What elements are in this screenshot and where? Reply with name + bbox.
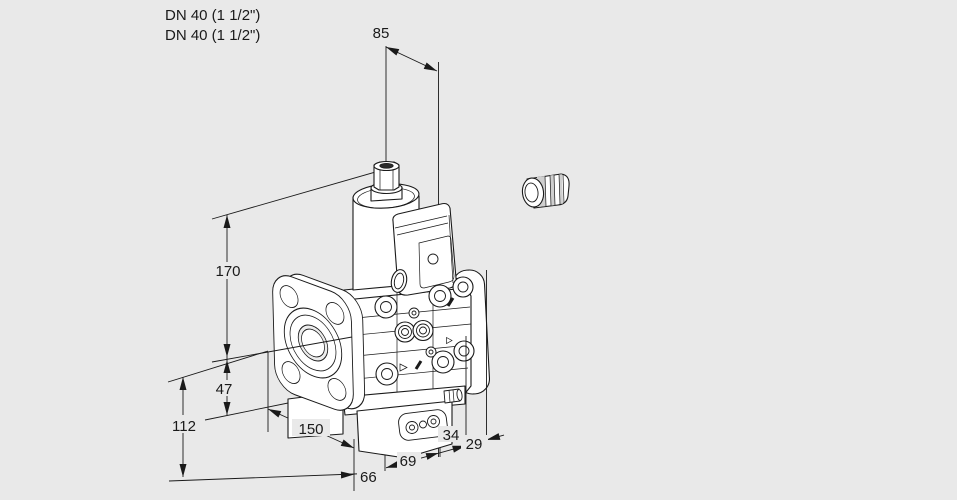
dimension-34-label: 34: [443, 427, 460, 444]
flange-bolt-hole: [327, 377, 347, 401]
pipe-size-label-bottom: DN 40 (1 1/2"): [165, 27, 260, 44]
dimension-annotations: DN 40 (1 1/2") DN 40 (1 1/2") 85 170 47 …: [165, 7, 501, 486]
regulator-faceplate: [390, 202, 457, 296]
dimension-85-label: 85: [373, 25, 390, 42]
bottom-block: [287, 385, 466, 459]
flange-bolt-hole: [279, 285, 299, 309]
flange-bolt-hole: [325, 301, 345, 325]
coupling-part: [521, 173, 570, 209]
dimension-29-label: 29: [466, 436, 483, 453]
vent-mark: [446, 297, 455, 307]
dimension-112-label: 112: [172, 418, 196, 435]
knob-slot: [379, 163, 394, 169]
valve-assembly: [272, 160, 491, 459]
dimension-69-label: 69: [400, 453, 417, 470]
body-bolts: [374, 276, 475, 386]
dimension-170-label: 170: [215, 263, 240, 280]
pipe-size-label-top: DN 40 (1 1/2"): [165, 7, 260, 24]
test-nozzle: [443, 388, 463, 404]
adjustment-knob: [373, 160, 400, 191]
flange-bolt-hole: [281, 361, 301, 385]
dimension-47-label: 47: [216, 381, 233, 398]
flow-arrow-icon: [446, 336, 453, 345]
vent-mark: [414, 360, 423, 370]
dimension-66-label: 66: [360, 469, 377, 486]
flow-arrow-icon: [399, 363, 408, 372]
dimension-150-label: 150: [298, 421, 323, 438]
